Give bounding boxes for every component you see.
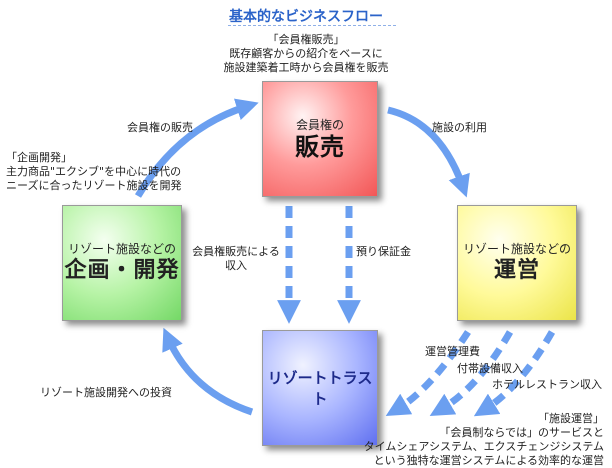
operations-note-line: タイムシェアシステム、エクスチェンジシステム — [363, 440, 604, 453]
operations-note: 「施設運営」 「会員制ならでは」のサービスと タイムシェアシステム、エクスチェン… — [364, 412, 604, 468]
sales-note-line: 「会員権販売」 — [267, 33, 345, 46]
operations-box-line1: リゾート施設などの — [462, 241, 571, 256]
arrow-ops-to-trust-1 — [385, 330, 471, 417]
arrow-trust-to-dev — [162, 327, 254, 416]
label-management-fee: 運営管理費 — [425, 345, 480, 358]
label-membership-income: 会員権販売による 収入 — [183, 245, 289, 273]
arrow-sales-to-ops — [387, 106, 470, 198]
development-note: 「企画開発」 主力商品"エクシブ"を中心に時代の ニーズに合ったリゾート施設を開… — [6, 151, 181, 193]
sales-box: 会員権の 販売 — [262, 81, 378, 197]
label-facility-use: 施設の利用 — [432, 121, 487, 134]
sales-box-line1: 会員権の — [295, 117, 344, 132]
sales-box-line2: 販売 — [295, 132, 345, 161]
sales-note-line: 施設建築着工時から会員権を販売 — [223, 61, 389, 74]
operations-note-line: という独特な運営システムによる効率的な運営 — [373, 454, 604, 467]
label-sale-of-membership: 会員権の販売 — [127, 121, 193, 134]
development-note-line: ニーズに合ったリゾート施設を開発 — [6, 179, 182, 192]
operations-note-line: 「会員制ならでは」のサービスと — [439, 426, 604, 439]
development-note-line: 「企画開発」 — [6, 151, 72, 164]
operations-note-line: 「施設運営」 — [538, 412, 604, 425]
label-investment: リゾート施設開発への投資 — [40, 386, 172, 399]
label-membership-income-line: 収入 — [225, 259, 247, 272]
development-box-line2: 企画・開発 — [64, 257, 180, 283]
arrow-dev-to-sales — [134, 98, 259, 198]
development-box: リゾート施設などの 企画・開発 — [62, 205, 182, 321]
sales-note-line: 既存顧客からの紹介をベースに — [229, 47, 383, 60]
label-facility-income: 付帯設備収入 — [457, 362, 523, 375]
trust-box-label: リゾートトラスト — [267, 369, 373, 408]
operations-box: リゾート施設などの 運営 — [457, 205, 577, 321]
label-deposits: 預り保証金 — [356, 245, 411, 258]
label-hotel-income: ホテルレストラン収入 — [492, 378, 602, 391]
title-underline — [228, 25, 396, 26]
page-title: 基本的なビジネスフロー — [229, 9, 383, 25]
development-box-line1: リゾート施設などの — [67, 241, 176, 256]
sales-note: 「会員権販売」 既存顧客からの紹介をベースに 施設建築着工時から会員権を販売 — [206, 33, 406, 75]
development-note-line: 主力商品"エクシブ"を中心に時代の — [6, 165, 182, 178]
trust-box: リゾートトラスト — [262, 330, 378, 446]
operations-box-line2: 運営 — [493, 257, 540, 283]
label-membership-income-line: 会員権販売による — [192, 245, 280, 258]
